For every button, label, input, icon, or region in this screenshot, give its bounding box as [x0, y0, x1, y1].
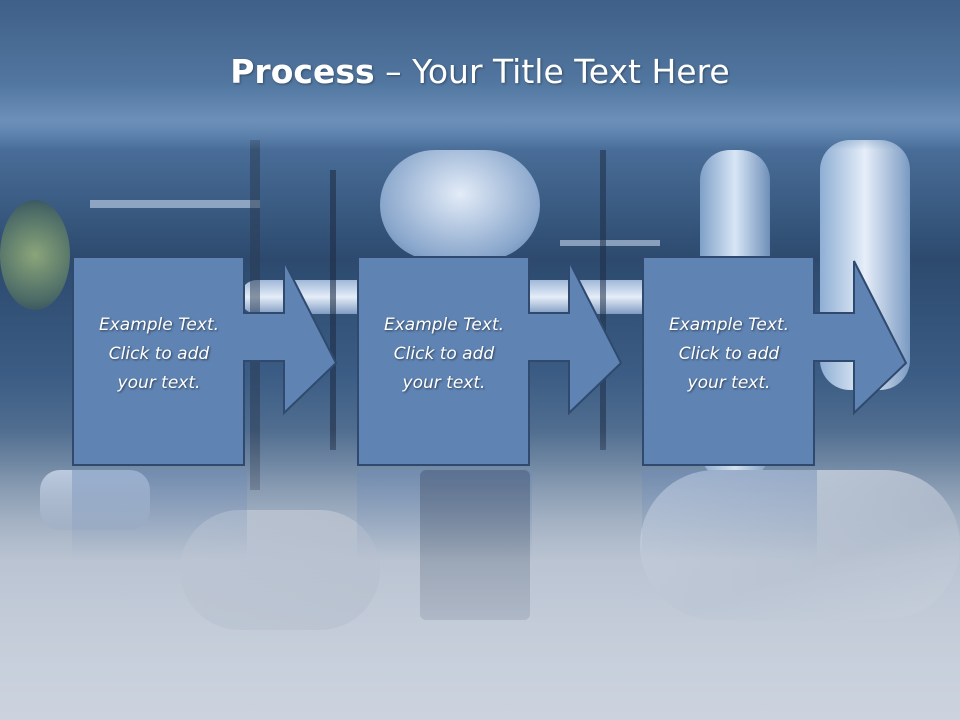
title-rest: – Your Title Text Here: [374, 52, 730, 91]
step-1-text[interactable]: Example Text. Click to add your text.: [98, 315, 220, 393]
background-haze: [0, 430, 960, 720]
step-3-text[interactable]: Example Text. Click to add your text.: [668, 315, 790, 393]
step-2-text[interactable]: Example Text. Click to add your text.: [383, 315, 505, 393]
arrow-box-shape: [72, 256, 338, 466]
title-bar: [0, 0, 960, 150]
step-reflection: [642, 470, 817, 560]
title-bold: Process: [230, 52, 375, 91]
step-reflection: [72, 470, 247, 560]
slide-title[interactable]: Process – Your Title Text Here: [0, 52, 960, 91]
step-reflection: [357, 470, 532, 560]
process-step-2[interactable]: Example Text. Click to add your text.: [357, 256, 623, 466]
process-step-3[interactable]: Example Text. Click to add your text.: [642, 256, 908, 466]
process-step-1[interactable]: Example Text. Click to add your text.: [72, 256, 338, 466]
arrow-box-shape: [357, 256, 623, 466]
arrow-box-shape: [642, 256, 908, 466]
